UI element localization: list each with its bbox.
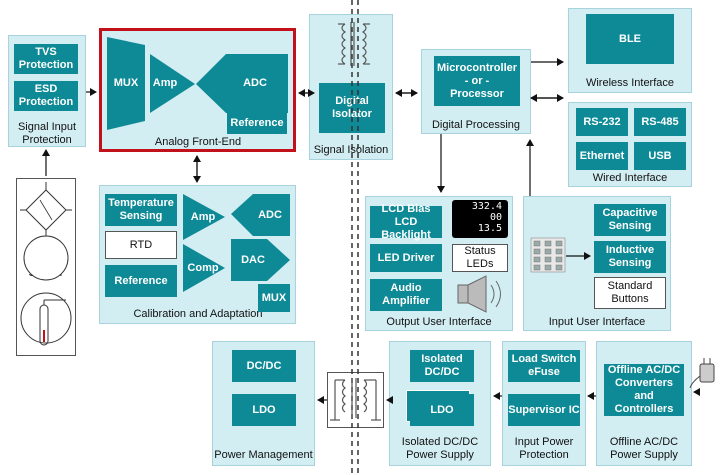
capacitive-sensing-block: Capacitive Sensing	[594, 204, 666, 236]
esd-protection-block: ESD Protection	[14, 81, 78, 111]
analog-front-end-caption: Analog Front-End	[154, 136, 242, 148]
afe-reference-block: Reference	[227, 112, 287, 134]
output-ui-caption: Output User Interface	[386, 316, 492, 328]
lcd-line-2: 00	[489, 212, 502, 223]
cal-dac-label: DAC	[241, 254, 265, 266]
signal-transformer-icon	[338, 22, 370, 66]
wireless-interface-caption: Wireless Interface	[585, 77, 675, 89]
lcd-line-1: 332.4	[471, 201, 502, 212]
ble-block: BLE	[586, 14, 674, 64]
cal-dac-shape	[231, 239, 290, 281]
rtd-block: RTD	[105, 231, 177, 259]
cal-adc-shape	[231, 194, 290, 236]
ethernet-block: Ethernet	[576, 142, 628, 170]
afe-amp-shape	[150, 54, 195, 113]
rs232-block: RS-232	[576, 108, 628, 136]
power-transformer-icon	[330, 378, 381, 421]
lcd-bias-block: LCD Bias LCD Backlight	[370, 203, 442, 241]
led-driver-block: LED Driver	[370, 244, 442, 272]
load-switch-block: Load Switch eFuse	[508, 350, 580, 382]
audio-amplifier-block: Audio Amplifier	[370, 279, 442, 311]
usb-block: USB	[634, 142, 686, 170]
wired-interface-caption: Wired Interface	[592, 172, 668, 184]
calibration-caption: Calibration and Adaptation	[133, 308, 263, 320]
speaker-icon	[457, 275, 501, 313]
offline-converter-block: Offline AC/DC Converters and Controllers	[604, 364, 684, 416]
cal-mux-label: MUX	[261, 292, 287, 304]
afe-mux-shape	[107, 37, 145, 130]
temperature-sensing-block: Temperature Sensing	[105, 194, 177, 226]
cal-comp-label: Comp	[187, 262, 219, 274]
inductive-sensing-block: Inductive Sensing	[594, 241, 666, 273]
digital-processing-caption: Digital Processing	[431, 119, 521, 131]
afe-amp-label: Amp	[152, 77, 178, 89]
probe-icon	[39, 299, 66, 346]
isolated-supply-panel	[389, 341, 491, 466]
tvs-protection-block: TVS Protection	[14, 44, 78, 74]
status-leds-block: Status LEDs	[452, 244, 508, 272]
lcd-line-3: 13.5	[477, 223, 502, 234]
cal-comp-shape	[183, 244, 225, 292]
afe-mux-label: MUX	[113, 77, 139, 89]
afe-adc-label: ADC	[243, 77, 267, 89]
analog-front-end-highlight	[99, 28, 296, 152]
offline-supply-caption: Offline AC/DC Power Supply	[609, 436, 679, 461]
power-management-caption: Power Management	[214, 449, 313, 461]
signal-input-protection-caption: Signal Input Protection	[17, 121, 77, 146]
cal-amp-shape	[183, 194, 225, 240]
keypad-icon	[530, 237, 566, 273]
rs485-block: RS-485	[634, 108, 686, 136]
input-ui-caption: Input User Interface	[548, 316, 646, 328]
isolated-supply-caption: Isolated DC/DC Power Supply	[401, 436, 479, 461]
cal-adc-label: ADC	[258, 209, 282, 221]
supervisor-ic-block: Supervisor IC	[508, 394, 580, 426]
lcd-display: 332.4 00 13.5	[452, 200, 508, 238]
cal-mux-shape	[258, 284, 290, 312]
microcontroller-block: Microcontroller - or - Processor	[434, 56, 520, 106]
gas-sensor-circle	[23, 235, 69, 281]
bridge-sensor-icon	[20, 182, 72, 238]
cal-amp-label: Amp	[190, 211, 216, 223]
input-power-caption: Input Power Protection	[514, 436, 574, 461]
isolated-dcdc-block: Isolated DC/DC	[410, 350, 474, 382]
signal-isolation-caption: Signal Isolation	[313, 144, 389, 156]
gas-sensor-bulb	[20, 292, 72, 344]
power-dcdc-block: DC/DC	[232, 350, 296, 382]
calibration-reference-block: Reference	[105, 265, 177, 297]
power-ldo-block: LDO	[232, 394, 296, 426]
standard-buttons-block: Standard Buttons	[594, 277, 666, 309]
isolated-ldo-block: LDO	[410, 394, 474, 426]
ac-plug-icon	[689, 358, 715, 389]
afe-adc-shape	[196, 54, 288, 113]
